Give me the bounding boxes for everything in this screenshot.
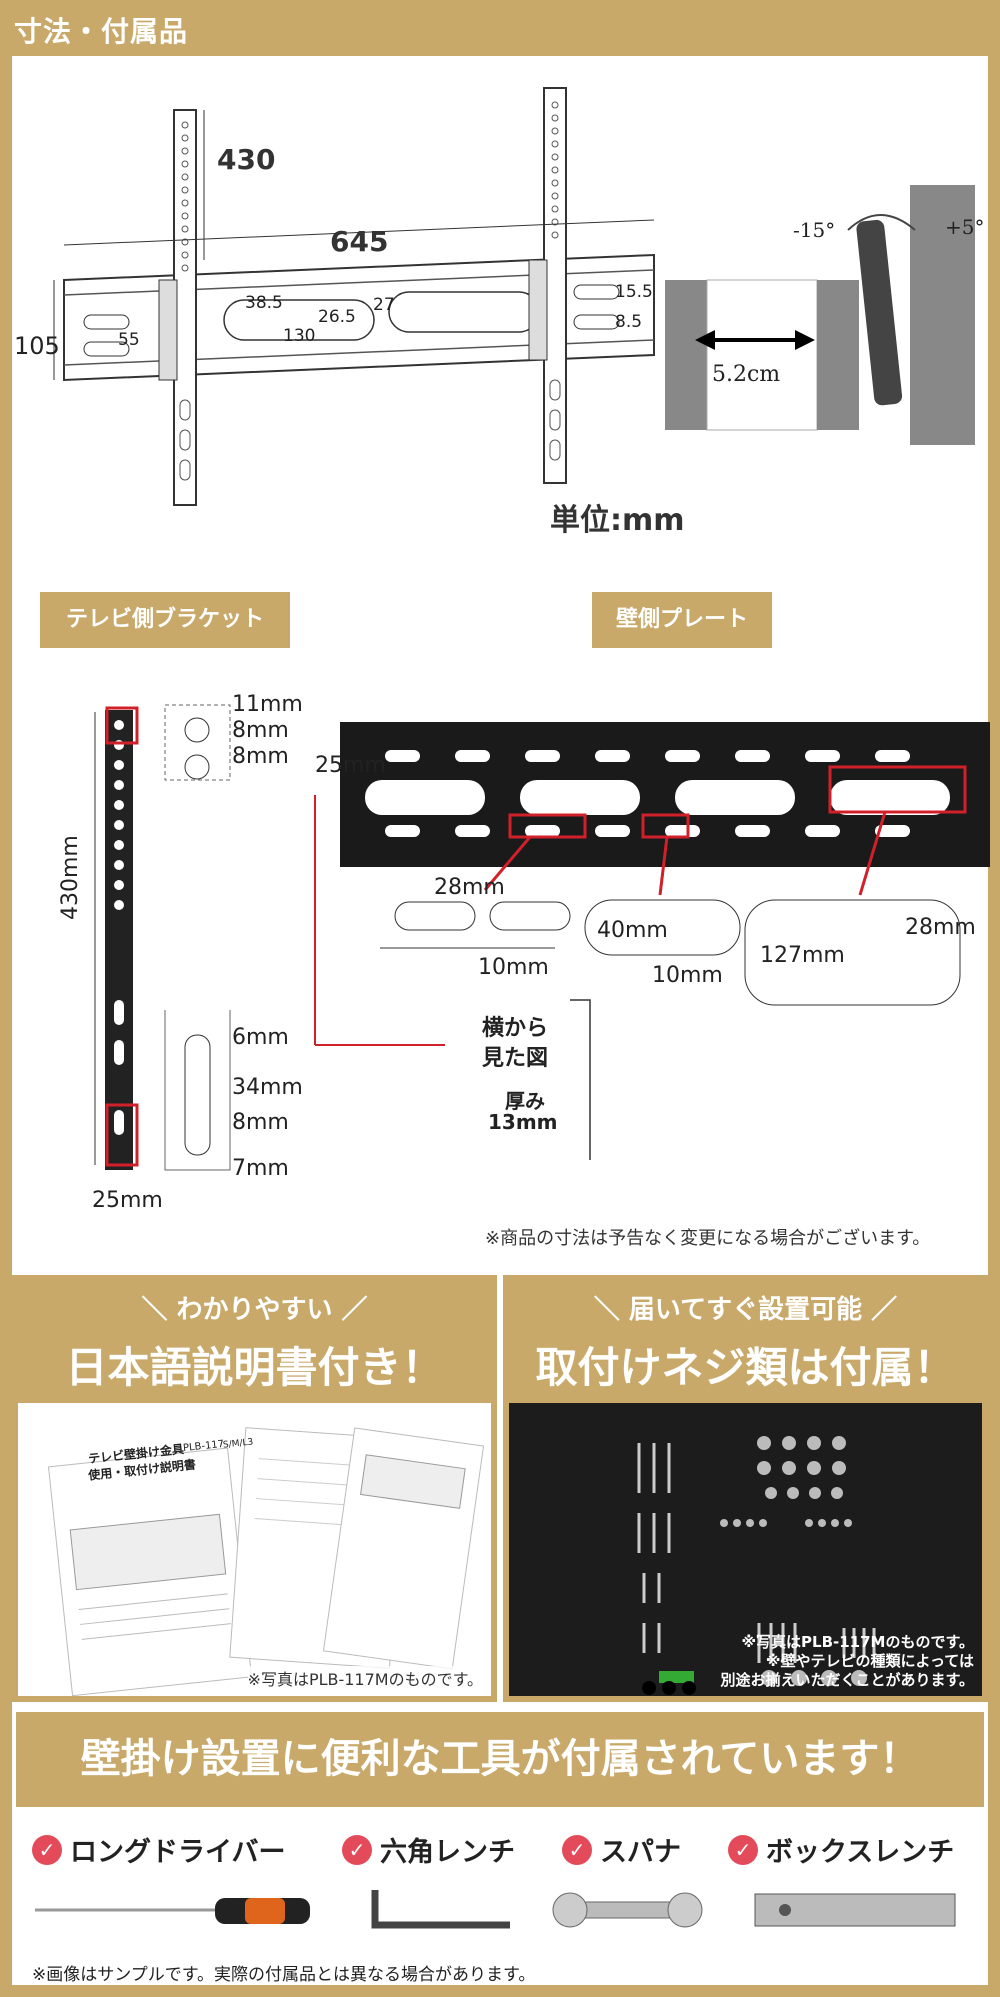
hex-wrench-icon <box>371 1890 510 1929</box>
spec-change-note: ※商品の寸法は予告なく変更になる場合がございます。 <box>485 1228 931 1249</box>
wall-plate-detail-diagram <box>314 722 990 1160</box>
bracket-dim-11mm: 11mm <box>232 692 303 717</box>
box-wrench-icon <box>754 1893 956 1927</box>
manual-illustration <box>47 1427 485 1696</box>
tool-name-hex-wrench: 六角レンチ <box>380 1837 515 1868</box>
screws-caption: ※写真はPLB-117Mのものです。 ※壁やテレビの種類によっては 別途お揃えい… <box>720 1633 974 1690</box>
plate-dim-28mm: 28mm <box>434 875 505 900</box>
promo-screws-sub: ＼ 届いてすぐ設置可能 ／ <box>593 1295 898 1325</box>
bracket-dim-34mm: 34mm <box>232 1075 303 1100</box>
bracket-dim-430mm: 430mm <box>58 835 83 920</box>
tilt-plus-label: +5° <box>945 215 985 239</box>
dim-8-5: 8.5 <box>615 312 643 332</box>
tool-name-box-wrench: ボックスレンチ <box>766 1837 955 1868</box>
thickness-label-1: 厚み <box>505 1089 545 1113</box>
page-header: 寸法・付属品 <box>0 0 1000 56</box>
dim-width-645: 645 <box>330 225 389 258</box>
manual-caption: ※写真はPLB-117Mのものです。 <box>247 1666 483 1690</box>
spanner-icon <box>552 1892 703 1928</box>
check-icon: ✓ <box>32 1834 62 1865</box>
screwdriver-icon <box>35 1898 310 1924</box>
tools-title: 壁掛け設置に便利な工具が付属されています！ <box>16 1712 984 1807</box>
unit-label: 単位:mm <box>550 503 685 538</box>
page-title: 寸法・付属品 <box>14 15 189 48</box>
plate-dim-127mm: 127mm <box>760 943 845 968</box>
screws-photo: ※写真はPLB-117Mのものです。 ※壁やテレビの種類によっては 別途お揃えい… <box>503 1397 988 1702</box>
screws-caption-1: ※写真はPLB-117Mのものです。 <box>741 1633 974 1651</box>
bracket-dim-8mm-a: 8mm <box>232 718 289 743</box>
screws-caption-3: 別途お揃えいただくことがあります。 <box>720 1671 974 1689</box>
side-view-label-2: 見た図 <box>482 1046 549 1071</box>
plate-dim-28mm-b: 28mm <box>905 915 976 940</box>
plate-dim-40mm: 40mm <box>597 918 668 943</box>
bracket-dim-8mm-c: 8mm <box>232 1110 289 1135</box>
bracket-dim-6mm: 6mm <box>232 1025 289 1050</box>
screws-illustration <box>637 1436 876 1695</box>
plate-dim-25mm: 25mm <box>315 753 386 778</box>
bracket-assembly-diagram <box>53 87 655 506</box>
screws-caption-2: ※壁やテレビの種類によっては <box>765 1652 974 1670</box>
check-icon: ✓ <box>728 1834 758 1865</box>
depth-label: 5.2cm <box>712 362 781 387</box>
tool-label-box-wrench: ✓ ボックスレンチ <box>728 1830 954 1869</box>
dim-38-5: 38.5 <box>245 293 283 313</box>
promo-screws-main: 取付けネジ類は付属！ <box>535 1343 956 1392</box>
tilt-minus-label: -15° <box>793 218 836 242</box>
tool-name-long-driver: ロングドライバー <box>70 1837 286 1868</box>
side-view-label-1: 横から <box>482 1016 549 1041</box>
promo-manual-banner: ＼ わかりやすい ／ 日本語説明書付き！ <box>12 1275 497 1400</box>
bracket-dim-8mm-b: 8mm <box>232 744 289 769</box>
tv-bracket-detail-diagram <box>94 704 231 1171</box>
depth-tilt-diagram <box>665 185 975 445</box>
promo-manual-sub: ＼ わかりやすい ／ <box>141 1295 368 1325</box>
promo-screws-banner: ＼ 届いてすぐ設置可能 ／ 取付けネジ類は付属！ <box>503 1275 988 1400</box>
dim-left-105: 105 <box>14 332 60 360</box>
dim-26-5: 26.5 <box>318 307 356 327</box>
bracket-dim-7mm: 7mm <box>232 1156 289 1181</box>
check-icon: ✓ <box>342 1834 372 1865</box>
tools-footnote: ※画像はサンプルです。実際の付属品とは異なる場合があります。 <box>32 1965 536 1985</box>
plate-dim-10mm-a: 10mm <box>478 955 549 980</box>
thickness-label-2: 13mm <box>488 1110 558 1134</box>
tool-label-long-driver: ✓ ロングドライバー <box>32 1830 285 1869</box>
bracket-dim-25mm: 25mm <box>92 1188 163 1213</box>
tool-label-hex-wrench: ✓ 六角レンチ <box>342 1830 515 1869</box>
tool-name-spanner: スパナ <box>600 1837 681 1868</box>
dim-height-430: 430 <box>217 143 276 176</box>
dim-15-5: 15.5 <box>615 282 653 302</box>
tool-label-spanner: ✓ スパナ <box>562 1830 681 1869</box>
check-icon: ✓ <box>562 1834 592 1865</box>
promo-manual-main: 日本語説明書付き！ <box>65 1343 444 1392</box>
dim-55: 55 <box>118 330 140 350</box>
tools-illustration <box>35 1890 956 1929</box>
content-frame <box>0 56 1000 1997</box>
dim-27: 27 <box>373 295 395 315</box>
tag-tv-bracket: テレビ側ブラケット <box>40 592 290 648</box>
plate-dim-10mm-b: 10mm <box>652 963 723 988</box>
tag-wall-plate: 壁側プレート <box>592 592 772 648</box>
dim-130: 130 <box>283 326 316 346</box>
manual-photo: テレビ壁掛け金具 使用・取付け説明書 PLB-117 S/M/L3 ※写真はPL… <box>12 1397 497 1702</box>
